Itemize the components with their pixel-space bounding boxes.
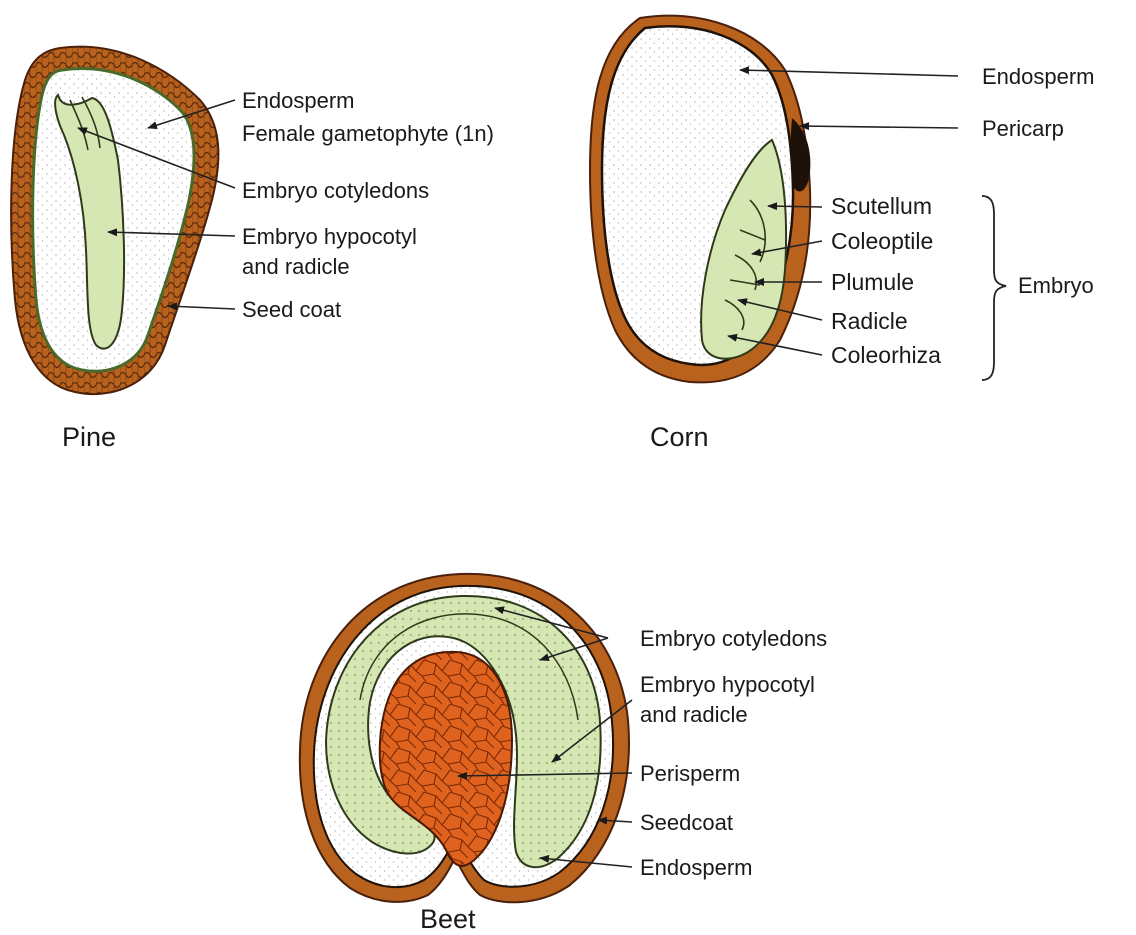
pine-label-seed-coat: Seed coat [242, 297, 341, 322]
beet-label-hypocotyl-line2: and radicle [640, 702, 748, 727]
corn-label-plumule: Plumule [831, 269, 914, 295]
corn-label-scutellum: Scutellum [831, 193, 932, 219]
corn-caption: Corn [650, 422, 709, 452]
corn-label-embryo: Embryo [1018, 273, 1094, 298]
pine-label-endosperm: Endosperm [242, 88, 355, 113]
beet-label-endosperm: Endosperm [640, 855, 753, 880]
pine-label-cotyledons: Embryo cotyledons [242, 178, 429, 203]
corn-label-pericarp: Pericarp [982, 116, 1064, 141]
beet-caption: Beet [420, 904, 476, 934]
beet-label-cotyledons: Embryo cotyledons [640, 626, 827, 651]
pine-label-female-gametophyte: Female gametophyte (1n) [242, 121, 494, 146]
corn-seed: Endosperm Pericarp Scutellum Coleoptile … [590, 16, 1095, 452]
corn-label-endosperm: Endosperm [982, 64, 1095, 89]
beet-seed: Embryo cotyledons Embryo hypocotyl and r… [300, 574, 827, 934]
pine-caption: Pine [62, 422, 116, 452]
beet-label-perisperm: Perisperm [640, 761, 740, 786]
pine-seed: Endosperm Female gametophyte (1n) Embryo… [11, 47, 494, 452]
pine-label-hypocotyl-line2: and radicle [242, 254, 350, 279]
corn-pericarp-dark-band [791, 118, 811, 191]
corn-label-coleorhiza: Coleorhiza [831, 342, 941, 368]
corn-label-radicle: Radicle [831, 308, 908, 334]
beet-label-seedcoat: Seedcoat [640, 810, 733, 835]
beet-label-hypocotyl-line1: Embryo hypocotyl [640, 672, 815, 697]
pine-label-hypocotyl-line1: Embryo hypocotyl [242, 224, 417, 249]
corn-embryo-brace [982, 196, 1006, 380]
corn-label-coleoptile: Coleoptile [831, 228, 933, 254]
